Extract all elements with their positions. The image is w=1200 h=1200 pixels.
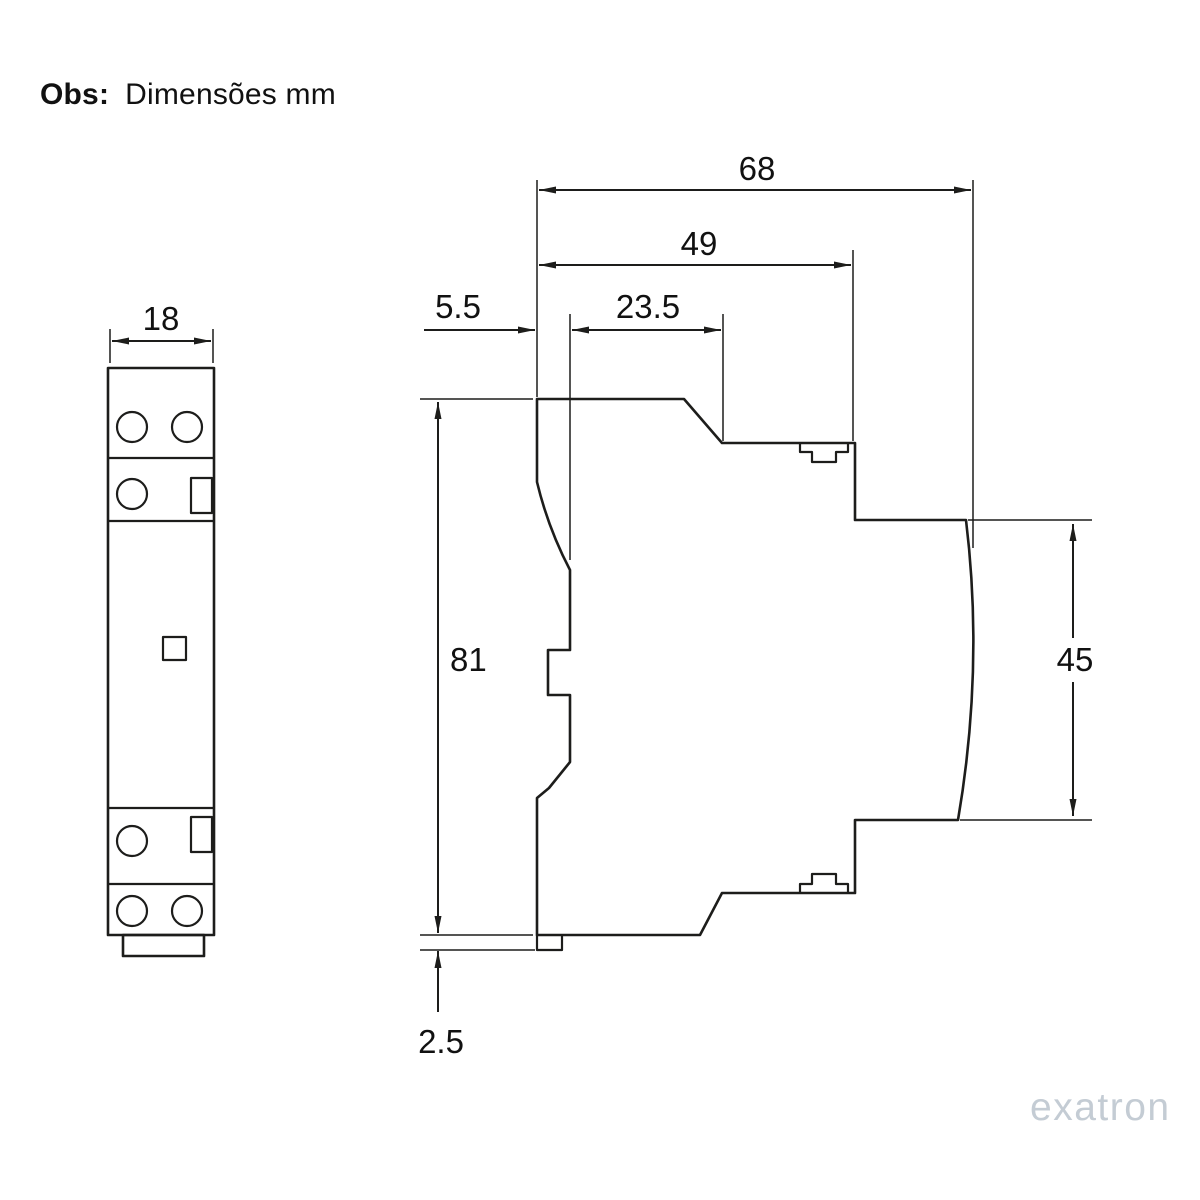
brand-logo: exatron [1030,1086,1171,1129]
dim-rail-height-label: 45 [1057,641,1094,678]
side-view-profile [535,397,975,937]
units-note-text: Dimensões mm [125,78,336,111]
terminal-screw-bottom-right [170,894,204,928]
dim-overall-depth-extlines [536,180,974,548]
upper-slot [189,476,214,515]
din-clip-top-detail [798,443,850,464]
dim-height-label: 81 [450,641,487,678]
terminal-screw-top-left [115,410,149,444]
front-view [106,366,216,958]
terminal-screw-lower [115,824,149,858]
din-clip-bottom-detail [798,872,850,893]
dim-clip-extension: 2.5 [418,949,535,1060]
dim-rail-height-label-bg [1046,638,1102,682]
dim-upper-depth: 49 [539,225,854,441]
dim-rail-height: 45 [960,519,1102,821]
dim-overall-depth-label: 68 [739,150,776,187]
front-view-section-lines [108,456,214,886]
dim-front-width: 18 [109,300,214,363]
dim-clip-extension-label: 2.5 [418,1023,464,1060]
lower-slot [189,815,214,854]
dim-front-depth: 23.5 [569,288,724,560]
dim-overall-depth: 68 [536,150,974,548]
front-view-body [106,366,216,937]
dim-rail-height-extlines [960,519,1092,821]
terminal-screw-upper [115,477,149,511]
side-view-foot-detail [535,935,564,952]
dim-front-depth-extlines [569,314,724,560]
dim-height-extlines [420,398,533,936]
dim-flange-depth-label: 5.5 [435,288,481,325]
units-note: Obs: Dimensões mm [40,78,336,112]
center-indicator-window [161,635,188,662]
dim-front-width-extlines [109,329,214,363]
dim-flange-depth: 5.5 [424,288,535,334]
dim-upper-depth-label: 49 [681,225,718,262]
side-view [535,397,975,952]
terminal-screw-top-right [170,410,204,444]
front-view-foot [121,933,206,958]
terminal-screw-bottom-left [115,894,149,928]
dim-height: 81 [420,398,533,936]
dim-front-width-label: 18 [143,300,180,337]
dimension-annotations: 18 68 49 5.5 23.5 [109,150,1102,1060]
units-note-label: Obs: [40,78,110,111]
dim-front-depth-label: 23.5 [616,288,680,325]
